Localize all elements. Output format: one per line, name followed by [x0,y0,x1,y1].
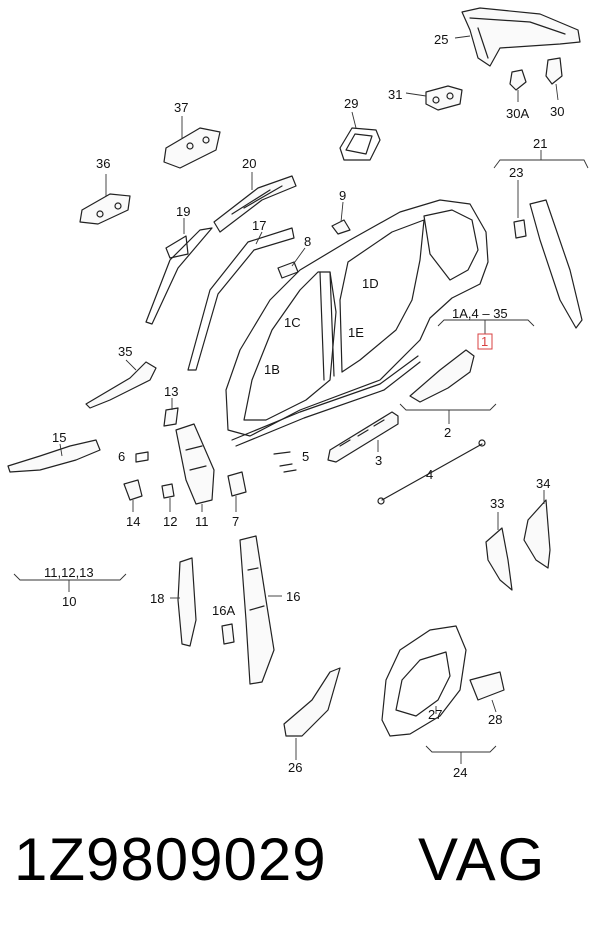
callout-23: 23 [509,165,523,180]
callout-34: 34 [536,476,550,491]
part-14-bracket [123,479,143,512]
part-30a-clip [509,69,527,102]
callout-33: 33 [490,496,504,511]
part-30-clip [545,57,563,101]
part-31-bracket [405,85,463,111]
parts-diagram: 25 31 30A 30 29 37 36 20 19 17 9 8 21 23… [7,7,589,780]
callout-27: 27 [428,707,442,722]
callout-11: 11 [195,514,209,529]
part-34-rear-bracket [523,490,551,569]
callout-13: 13 [164,384,178,399]
callout-10-range: 11,12,13 [44,565,94,580]
part-16-b-pillar [239,535,282,685]
part-13-clip [163,398,179,427]
callout-31: 31 [388,87,402,102]
callout-1a-range: 1A,4 – 35 [452,306,508,321]
part-16a-plate [221,623,235,645]
part-28-bracket [469,671,505,713]
callout-5: 5 [302,449,309,464]
callout-2: 2 [444,425,451,440]
part-1a-range-bracket [437,319,535,350]
callout-1b: 1B [264,362,280,377]
part-2-sill-reinforcement [399,349,497,424]
part-26-rear-pillar-lower [283,667,341,760]
callout-19: 19 [176,204,190,219]
callout-9: 9 [339,188,346,203]
callout-30: 30 [550,104,564,119]
part-11-a-pillar-reinforcement [175,423,215,512]
part-6-screw [135,451,149,463]
part-10-range-bracket [13,573,127,592]
callout-25: 25 [434,32,448,47]
callout-29: 29 [344,96,358,111]
part-9-clip [331,201,351,235]
part-3-sill [327,411,399,463]
callout-24: 24 [453,765,467,780]
callout-1d: 1D [362,276,379,291]
callout-26: 26 [288,760,302,775]
callout-10: 10 [62,594,76,609]
part-36-bracket [79,174,131,225]
part-20-roof-rail [213,172,297,233]
part-15-wheelhouse-front [7,439,101,473]
part-35-sill-extension [85,359,157,409]
part-24-range-bracket [425,745,497,764]
callout-16: 16 [286,589,300,604]
part-19-a-pillar-lower [145,218,213,325]
callout-15: 15 [52,430,66,445]
callout-20: 20 [242,156,256,171]
part-8-clip [277,247,306,279]
part-37-reinforcement [163,116,221,169]
part-7-bracket [227,471,247,512]
callout-21: 21 [533,136,547,151]
callout-6: 6 [118,449,125,464]
callout-4: 4 [426,467,433,482]
callout-35: 35 [118,344,132,359]
callout-8: 8 [304,234,311,249]
callout-14: 14 [126,514,140,529]
part-5-screws [273,451,297,473]
callout-28: 28 [488,712,502,727]
part-25-rear-window-frame [454,7,581,67]
part-18-b-pillar-inner [170,557,197,647]
callout-37: 37 [174,100,188,115]
callout-12: 12 [163,514,177,529]
callout-7: 7 [232,514,239,529]
callout-16a: 16A [212,603,235,618]
callout-1c: 1C [284,315,301,330]
callout-1e: 1E [348,325,364,340]
callout-3: 3 [375,453,382,468]
part-17-a-pillar-inner [187,227,295,371]
part-21-bracket-group [493,150,589,169]
part-27-wheelhouse-rear [381,625,467,737]
callout-1-highlighted: 1 [481,334,488,349]
callout-17: 17 [252,218,266,233]
part-33-rear-bracket [485,512,513,591]
part-1-side-panel [225,199,489,447]
callout-18: 18 [150,591,164,606]
part-number: 1Z9809029 [14,826,327,893]
part-4-rod [377,439,486,505]
part-29-seal [339,111,381,161]
part-23-c-pillar-trim [513,180,583,329]
part-12-bracket [161,483,175,512]
brand-label: VAG [418,826,547,893]
callout-36: 36 [96,156,110,171]
callout-30a: 30A [506,106,529,121]
